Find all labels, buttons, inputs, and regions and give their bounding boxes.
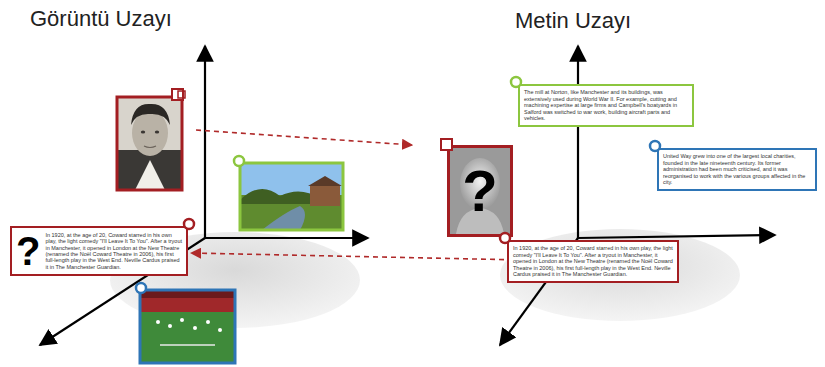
text-document: The mill at Norton, like Manchester and … — [518, 84, 694, 127]
axes — [500, 46, 775, 345]
question-mark: ? — [462, 162, 497, 220]
corner-marker — [650, 141, 660, 151]
space-title: Görüntü Uzayı — [30, 6, 172, 32]
question-mark: ? — [16, 231, 40, 271]
text-snippet: The mill at Norton, like Manchester and … — [524, 89, 688, 121]
portrait-photo — [117, 97, 182, 190]
corner-marker — [500, 233, 510, 243]
mapping-arrow — [191, 253, 504, 260]
corner-marker — [441, 139, 452, 150]
space-title: Metin Uzayı — [515, 8, 631, 34]
corner-marker — [178, 91, 185, 98]
text-document: In 1920, at the age of 20, Coward starre… — [10, 226, 188, 276]
text-snippet: United Way grew into one of the largest … — [663, 153, 811, 185]
text-document: United Way grew into one of the largest … — [657, 148, 817, 191]
floor-shadow — [500, 229, 740, 321]
corner-marker — [184, 219, 194, 229]
corner-marker — [172, 89, 183, 100]
axes — [40, 46, 368, 345]
stadium-photo — [140, 290, 235, 363]
text-document: In 1920, at the age of 20, Coward starre… — [507, 240, 679, 283]
corner-marker — [511, 77, 521, 87]
text-snippet: In 1920, at the age of 20, Coward starre… — [45, 232, 182, 271]
corner-marker — [136, 283, 146, 293]
text-snippet: In 1920, at the age of 20, Coward starre… — [513, 245, 673, 277]
landscape-photo — [240, 163, 343, 230]
mapping-arrow — [196, 130, 412, 145]
query-image: ? — [447, 145, 513, 237]
corner-marker — [234, 156, 244, 166]
